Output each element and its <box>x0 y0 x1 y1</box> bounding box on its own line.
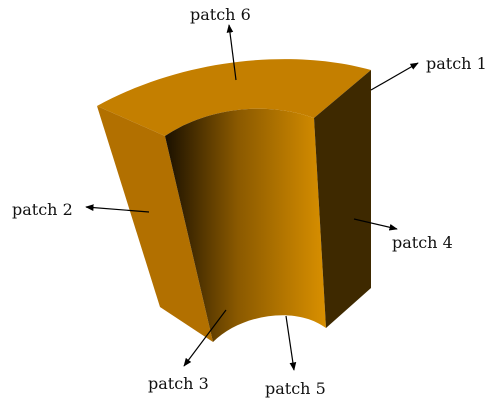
label-patch5: patch 5 <box>265 379 326 398</box>
arrow-patch4 <box>353 218 398 231</box>
inner-face <box>165 108 326 342</box>
label-patch1: patch 1 <box>426 54 487 73</box>
label-patch6: patch 6 <box>190 5 251 24</box>
top-face <box>97 59 371 137</box>
label-patch4: patch 4 <box>392 233 453 252</box>
arrow-patch1 <box>370 62 419 91</box>
arrow-patch3 <box>183 309 227 367</box>
arrow-patch5 <box>285 315 297 371</box>
arrow-patch2 <box>85 204 150 213</box>
arrow-patch6 <box>226 24 237 81</box>
label-patch3: patch 3 <box>148 374 209 393</box>
label-patch2: patch 2 <box>12 200 73 219</box>
right-face <box>314 70 371 328</box>
left-face <box>97 106 213 342</box>
